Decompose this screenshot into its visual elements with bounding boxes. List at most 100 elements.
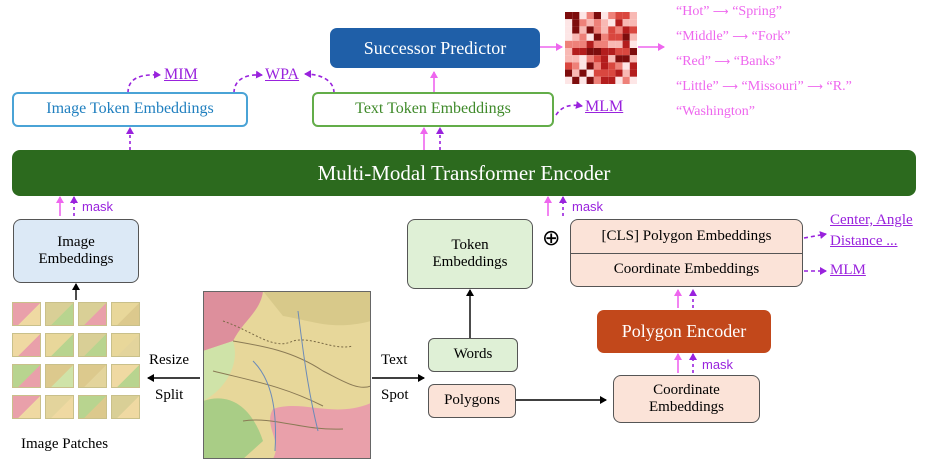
heatmap-cell [615, 33, 623, 41]
heatmap-cell [572, 69, 580, 77]
heatmap-cell [629, 76, 637, 84]
succession-word: “Little” [676, 79, 719, 94]
succession-row: “Little” ⟶ “Missouri” ⟶ “R.” [676, 79, 852, 95]
heatmap-cell [579, 48, 587, 56]
heatmap-cell [586, 33, 594, 41]
heatmap-cell [565, 48, 573, 56]
succession-word: “Fork” [751, 29, 791, 44]
image-token-embeddings-box: Image Token Embeddings [12, 92, 248, 127]
heatmap-cell [572, 33, 580, 41]
heatmap-cell [608, 12, 616, 20]
polygon-encoder-label: Polygon Encoder [621, 321, 747, 342]
coordinate-embeddings-bottom-label: Coordinate Embeddings [649, 381, 724, 415]
coordinate-embeddings-bottom-box: Coordinate Embeddings [613, 375, 760, 423]
mlm-text-label: MLM [585, 98, 624, 115]
heatmap-cell [629, 40, 637, 48]
heatmap-cell [593, 62, 601, 70]
heatmap-cell [608, 19, 616, 27]
succession-word: “Banks” [733, 54, 782, 69]
image-patch [111, 395, 140, 419]
heatmap-cell [608, 55, 616, 63]
heatmap-cell [629, 69, 637, 77]
image-patch [111, 302, 140, 326]
heatmap-cell [622, 69, 630, 77]
heatmap-cell [593, 55, 601, 63]
image-embeddings-label: Image Embeddings [38, 233, 114, 267]
heatmap-cell [601, 48, 609, 56]
heatmap-cell [586, 26, 594, 34]
token-embeddings-box: Token Embeddings [407, 219, 533, 289]
words-label: Words [453, 346, 493, 363]
coordinate-embeddings-top-label: Coordinate Embeddings [613, 261, 760, 278]
mlm-coordinate-label: MLM [830, 262, 866, 278]
token-embeddings-label: Token Embeddings [432, 236, 508, 270]
succession-row: “Middle” ⟶ “Fork” [676, 29, 791, 45]
heatmap-cell [601, 19, 609, 27]
image-patch [45, 333, 74, 357]
heatmap-cell [608, 33, 616, 41]
heatmap-cell [579, 40, 587, 48]
heatmap-cell [615, 62, 623, 70]
mask-label-polygon: mask [572, 199, 604, 214]
heatmap-cell [629, 62, 637, 70]
heatmap-cell [601, 55, 609, 63]
heatmap-cell [565, 62, 573, 70]
heatmap-cell [622, 48, 630, 56]
image-patch [111, 333, 140, 357]
heatmap-cell [629, 19, 637, 27]
succession-word: “Middle” [676, 29, 729, 44]
heatmap-cell [601, 62, 609, 70]
image-patch [12, 364, 41, 388]
heatmap-cell [586, 69, 594, 77]
image-embeddings-box: Image Embeddings [13, 219, 139, 283]
heatmap-cell [629, 26, 637, 34]
heatmap-cell [593, 33, 601, 41]
polygon-coordinate-box: [CLS] Polygon Embeddings Coordinate Embe… [570, 219, 803, 287]
image-patch [45, 302, 74, 326]
heatmap-cell [586, 76, 594, 84]
heatmap-cell [622, 40, 630, 48]
heatmap-cell [622, 33, 630, 41]
heatmap-cell [579, 33, 587, 41]
heatmap-cell [565, 12, 573, 20]
heatmap-cell [579, 12, 587, 20]
heatmap-cell [608, 40, 616, 48]
heatmap-cell [572, 19, 580, 27]
heatmap-cell [572, 12, 580, 20]
heatmap-cell [622, 19, 630, 27]
resize-label: Resize [149, 352, 189, 368]
succession-arrow-icon: ⟶ [728, 30, 752, 43]
heatmap-cell [565, 33, 573, 41]
succession-arrow-icon: ⟶ [803, 80, 827, 93]
heatmap-cell [615, 12, 623, 20]
words-box: Words [428, 338, 518, 372]
wpa-label: WPA [265, 66, 300, 83]
succession-word: “Hot” [676, 4, 710, 19]
spot-label: Spot [381, 387, 409, 403]
heatmap-cell [629, 48, 637, 56]
succession-arrow-icon: ⟶ [718, 80, 742, 93]
image-patch [12, 333, 41, 357]
heatmap-cell [579, 69, 587, 77]
succession-row: “Washington” [676, 104, 755, 120]
heatmap-cell [629, 12, 637, 20]
heatmap-cell [593, 40, 601, 48]
image-patch [45, 364, 74, 388]
succession-word: “Spring” [732, 4, 782, 19]
text-label: Text [381, 352, 408, 368]
succession-row: “Red” ⟶ “Banks” [676, 54, 781, 70]
polygons-box: Polygons [428, 384, 516, 418]
mask-label-image: mask [82, 199, 114, 214]
heatmap-cell [565, 69, 573, 77]
heatmap-cell [586, 12, 594, 20]
heatmap-cell [579, 76, 587, 84]
heatmap-cell [586, 48, 594, 56]
heatmap-cell [572, 55, 580, 63]
heatmap-cell [629, 33, 637, 41]
succession-arrow-icon: ⟶ [709, 5, 733, 18]
polygon-encoder-box: Polygon Encoder [597, 310, 771, 353]
heatmap-cell [579, 26, 587, 34]
heatmap-cell [593, 19, 601, 27]
